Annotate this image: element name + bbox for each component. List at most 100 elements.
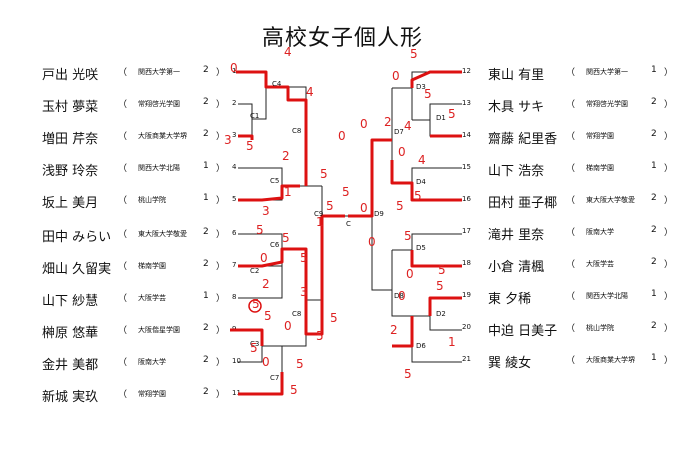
player-seed: 3 [232, 131, 237, 139]
close-paren: ） [216, 326, 226, 336]
open-paren: （ [566, 356, 576, 366]
player-seed: 8 [232, 293, 237, 301]
player-school: 関西大学北陽 [586, 292, 628, 300]
close-paren: ） [216, 132, 226, 142]
player-seed: 1 [232, 67, 237, 75]
handwritten-score: 5 [330, 311, 338, 325]
open-paren: （ [566, 260, 576, 270]
player-name: 巽 綾女 [488, 356, 532, 371]
player-seed: 15 [462, 163, 471, 171]
player-name: 畑山 久留実 [42, 262, 112, 277]
player-school: 東大阪大学敬愛 [138, 230, 187, 238]
handwritten-score: 2 [390, 323, 398, 337]
match-label-c2: C2 [250, 267, 259, 275]
handwritten-score: 5 [250, 341, 258, 355]
player-school: 桃山学院 [586, 324, 614, 332]
open-paren: （ [118, 390, 128, 400]
player-name: 新城 実玖 [42, 390, 99, 405]
handwritten-score: 0 [230, 61, 238, 75]
match-label-d4: D4 [416, 178, 426, 186]
close-paren: ） [664, 324, 674, 334]
open-paren: （ [566, 324, 576, 334]
player-grade: 2 [651, 97, 657, 107]
open-paren: （ [566, 100, 576, 110]
open-paren: （ [566, 164, 576, 174]
player-grade: 1 [651, 353, 657, 363]
open-paren: （ [566, 196, 576, 206]
player-seed: 18 [462, 259, 471, 267]
handwritten-score: 0 [360, 201, 368, 215]
player-name: 田中 みらい [42, 230, 112, 245]
player-grade: 2 [203, 227, 209, 237]
handwritten-score: 5 [282, 231, 290, 245]
handwritten-score: 3 [262, 204, 270, 218]
handwritten-score: 0 [338, 129, 346, 143]
close-paren: ） [664, 100, 674, 110]
player-seed: 11 [232, 389, 241, 397]
open-paren: （ [118, 68, 128, 78]
close-paren: ） [216, 390, 226, 400]
player-grade: 2 [203, 387, 209, 397]
player-grade: 2 [203, 355, 209, 365]
player-name: 東 夕稀 [488, 292, 532, 307]
handwritten-score: 5 [264, 309, 272, 323]
handwritten-score: 2 [384, 115, 392, 129]
player-seed: 14 [462, 131, 471, 139]
player-grade: 1 [203, 193, 209, 203]
player-name: 木具 サキ [488, 100, 545, 115]
match-label-c9: C9 [314, 210, 323, 218]
player-grade: 2 [203, 129, 209, 139]
player-school: 大阪商業大学堺 [586, 356, 635, 364]
page-title: 高校女子個人形 [262, 26, 424, 51]
player-school: 阪南大学 [138, 358, 166, 366]
handwritten-score: 5 [256, 223, 264, 237]
player-school: 梯南学園 [586, 164, 614, 172]
handwritten-score: 5 [290, 383, 298, 397]
handwritten-score: 5 [300, 251, 308, 265]
handwritten-score: 0 [368, 235, 376, 249]
open-paren: （ [118, 230, 128, 240]
player-grade: 2 [651, 257, 657, 267]
close-paren: ） [216, 262, 226, 272]
player-grade: 2 [651, 321, 657, 331]
handwritten-score: 4 [284, 45, 292, 59]
player-school: 関西大学北陽 [138, 164, 180, 172]
player-name: 坂上 美月 [42, 196, 99, 211]
match-label-d9: D9 [374, 210, 384, 218]
player-grade: 2 [651, 193, 657, 203]
player-seed: 21 [462, 355, 471, 363]
match-label-c1: C1 [250, 112, 259, 120]
player-grade: 1 [651, 289, 657, 299]
player-seed: 17 [462, 227, 471, 235]
open-paren: （ [118, 358, 128, 368]
handwritten-score: 5 [448, 107, 456, 121]
handwritten-score: 3 [300, 285, 308, 299]
player-school: 関西大学第一 [138, 68, 180, 76]
match-label-d7: D7 [394, 128, 404, 136]
player-name: 玉村 夢菜 [42, 100, 99, 115]
handwritten-score: 0 [260, 251, 268, 265]
close-paren: ） [664, 196, 674, 206]
close-paren: ） [216, 358, 226, 368]
close-paren: ） [664, 228, 674, 238]
player-name: 浅野 玲奈 [42, 164, 99, 179]
player-school: 東大阪大学敬愛 [586, 196, 635, 204]
handwritten-score: 1 [316, 215, 324, 229]
player-grade: 2 [203, 65, 209, 75]
player-school: 大阪学芸 [586, 260, 614, 268]
winner-markings [230, 70, 462, 396]
